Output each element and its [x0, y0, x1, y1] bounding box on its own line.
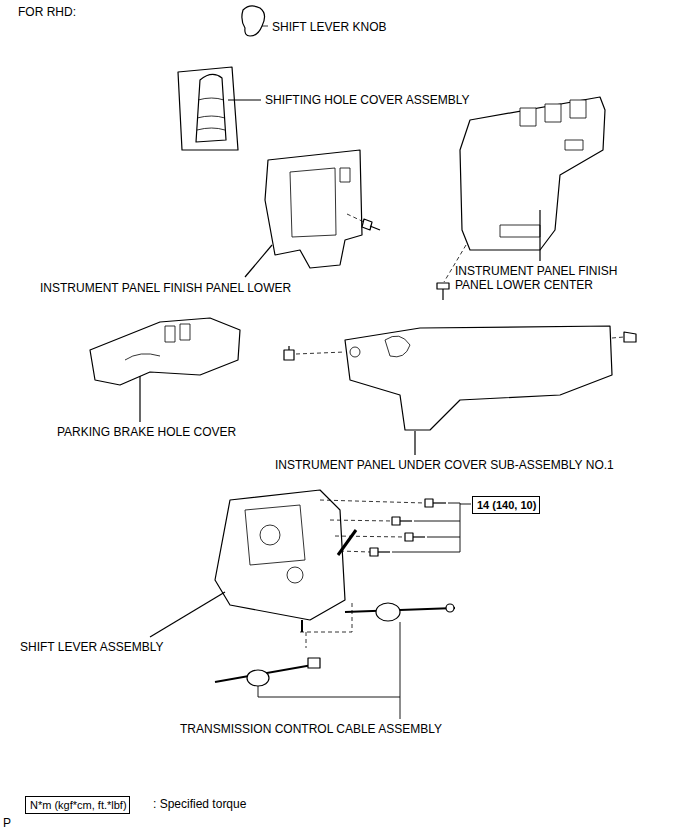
part-name: SHIFT LEVER KNOB [272, 20, 386, 34]
torque-value-box: 14 (140, 10) [472, 496, 540, 514]
part-name: SHIFT LEVER ASSEMBLY [20, 640, 164, 654]
node-text: 14 (140, 10) [477, 498, 535, 512]
diagram-title: FOR RHD: [18, 5, 76, 19]
part-name: SHIFTING HOLE COVER ASSEMBLY [265, 93, 470, 107]
part-name: INSTRUMENT PANEL UNDER COVER SUB-ASSEMBL… [275, 458, 614, 472]
part-name: PARKING BRAKE HOLE COVER [57, 425, 236, 439]
torque-unit-box: N*m (kgf*cm, ft.*lbf) [25, 796, 130, 814]
part-name: TRANSMISSION CONTROL CABLE ASSEMBLY [180, 722, 442, 736]
figure-code: P [3, 816, 11, 830]
part-name: INSTRUMENT PANEL FINISH PANEL LOWER [40, 281, 291, 295]
legend-text: : Specified torque [153, 797, 246, 811]
node-text: N*m (kgf*cm, ft.*lbf) [30, 798, 125, 812]
part-name: INSTRUMENT PANEL FINISH PANEL LOWER CENT… [455, 264, 645, 292]
